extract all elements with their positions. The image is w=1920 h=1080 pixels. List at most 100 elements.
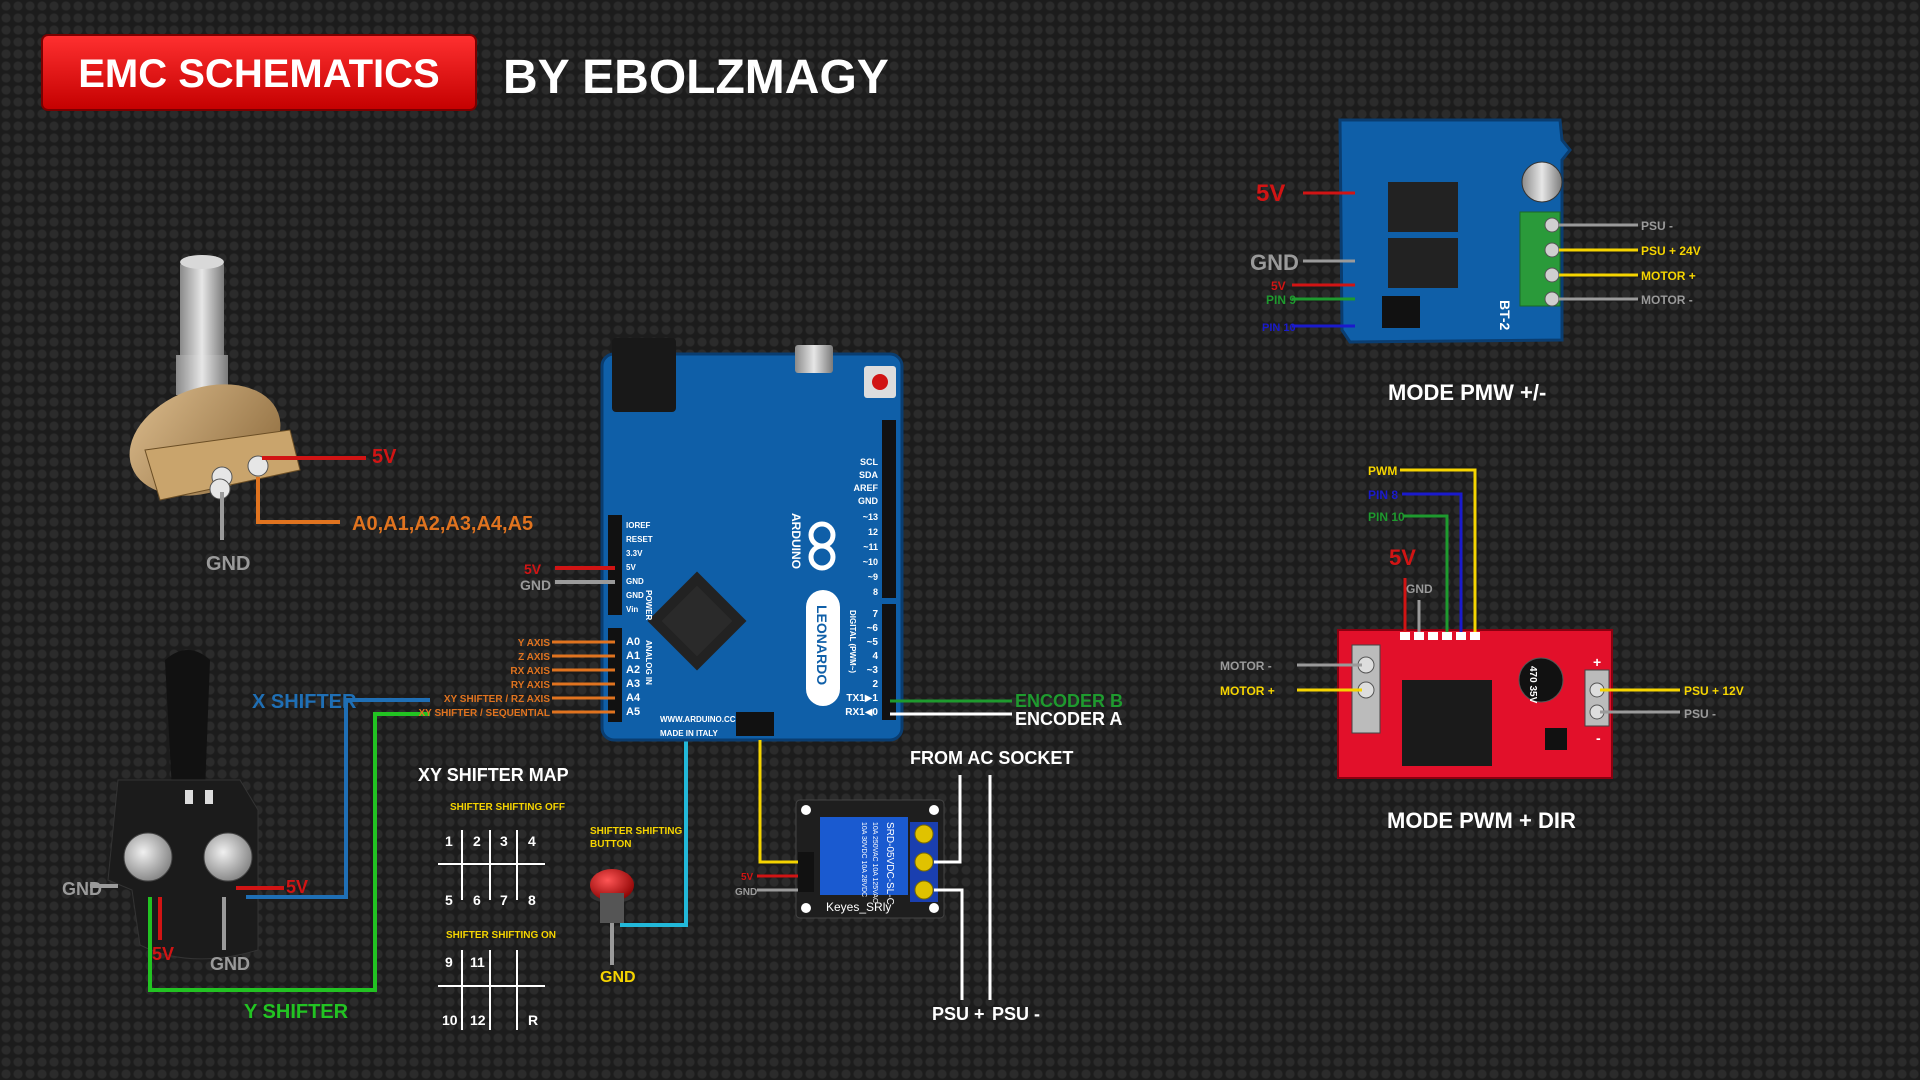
shifter-pot-left <box>123 832 173 882</box>
svg-text:12: 12 <box>470 1012 486 1028</box>
digital-top-labels: SCL SDA AREF GND ~13 12 ~11 ~10 ~9 8 <box>854 457 879 597</box>
shifter-gnd-left: GND <box>62 879 102 899</box>
svg-text:9: 9 <box>445 954 453 970</box>
y-shifter-wire <box>148 712 430 992</box>
svg-text:4: 4 <box>528 833 536 849</box>
bts-motor-minus: MOTOR - <box>1641 293 1693 307</box>
bts-pin9: PIN 9 <box>1266 293 1296 307</box>
title-badge <box>41 34 477 111</box>
dir-plus-sign: + <box>1593 654 1601 670</box>
bts-gnd-big: GND <box>1250 250 1299 275</box>
dir-psu-minus: PSU - <box>1684 707 1716 721</box>
svg-text:GND: GND <box>858 496 879 506</box>
xy-shifter-map: XY SHIFTER MAP SHIFTER SHIFTING OFF 1 2 … <box>418 765 569 1030</box>
dir-pwm-wire <box>1400 468 1477 632</box>
dir-pin10-label: PIN 10 <box>1368 510 1405 524</box>
dir-pin8-wire <box>1402 492 1463 632</box>
svg-text:8: 8 <box>528 892 536 908</box>
bts-motor-plus: MOTOR + <box>1641 269 1696 283</box>
svg-text:A4: A4 <box>626 692 641 704</box>
relay-module: FROM AC SOCKET SRD-05VDC-SL-C 10A 250VAC… <box>735 740 1073 1024</box>
shifter-5v-bottom: 5V <box>152 944 174 964</box>
analog-axis-labels: Y AXIS Z AXIS RX AXIS RY AXIS XY SHIFTER… <box>419 638 551 719</box>
svg-text:5: 5 <box>445 892 453 908</box>
dir-minus-sign: - <box>1596 730 1601 746</box>
relay-part: SRD-05VDC-SL-C <box>884 822 895 905</box>
x-shifter-wire <box>246 698 430 899</box>
svg-text:A0: A0 <box>626 636 640 648</box>
relay-gnd: GND <box>735 887 757 898</box>
svg-text:12: 12 <box>868 527 878 537</box>
xy-map-on-numbers: 9 11 10 12 R <box>442 954 538 1028</box>
svg-text:SDA: SDA <box>859 470 879 480</box>
xy-map-off-numbers: 1 2 3 4 5 6 7 8 <box>445 833 536 908</box>
arduino-made-in: MADE IN ITALY <box>660 729 718 738</box>
potentiometer: 5V A0,A1,A2,A3,A4,A5 GND <box>129 255 533 575</box>
svg-text:Y AXIS: Y AXIS <box>518 638 551 649</box>
xy-map-off-title: SHIFTER SHIFTING OFF <box>450 802 565 813</box>
svg-text:3.3V: 3.3V <box>626 549 643 558</box>
digital-header-bottom <box>882 604 896 720</box>
power-word: POWER <box>644 590 653 620</box>
title-text: EMC SCHEMATICS <box>78 52 439 96</box>
author-text: BY EBOLZMAGY <box>503 51 889 104</box>
svg-text:GND: GND <box>626 591 644 600</box>
svg-text:GND: GND <box>626 577 644 586</box>
analog-header-labels: A0 A1 A2 A3 A4 A5 <box>626 636 641 718</box>
svg-text:XY SHIFTER / SEQUENTIAL: XY SHIFTER / SEQUENTIAL <box>419 708 551 719</box>
arduino-url: WWW.ARDUINO.CC <box>660 715 736 724</box>
svg-text:TX1▶1: TX1▶1 <box>846 693 878 704</box>
svg-text:~5: ~5 <box>867 637 879 648</box>
svg-text:IOREF: IOREF <box>626 521 651 530</box>
svg-text:7: 7 <box>500 892 508 908</box>
svg-text:~6: ~6 <box>867 623 879 634</box>
svg-text:2: 2 <box>473 833 481 849</box>
relay-title: FROM AC SOCKET <box>910 748 1073 768</box>
pot-label-5v: 5V <box>372 446 397 468</box>
dir-pin10-wire <box>1404 514 1449 632</box>
svg-text:5V: 5V <box>626 563 636 572</box>
reset-button[interactable] <box>872 374 888 390</box>
encoder-b-label: ENCODER B <box>1015 691 1123 711</box>
svg-text:A3: A3 <box>626 678 640 690</box>
bts-psu-minus: PSU - <box>1641 219 1673 233</box>
relay-cube <box>820 817 908 895</box>
bts-chip-label: BT-2 <box>1497 300 1513 331</box>
button-gnd: GND <box>600 969 636 986</box>
dir-5v-label: 5V <box>1389 545 1416 570</box>
relay-rating-2: 10A 30VDC 10A 28VDC <box>860 822 867 897</box>
svg-text:1: 1 <box>445 833 453 849</box>
svg-text:Vin: Vin <box>626 605 638 614</box>
digital-word: DIGITAL (PWM~) <box>848 610 857 673</box>
svg-text:4: 4 <box>872 651 878 662</box>
svg-text:8: 8 <box>873 587 878 597</box>
svg-text:7: 7 <box>872 609 878 620</box>
x-shifter-label: X SHIFTER <box>252 691 357 713</box>
arduino-leonardo: IOREF RESET 3.3V 5V GND GND Vin A0 A1 A2… <box>419 338 1123 742</box>
svg-text:11: 11 <box>470 954 485 970</box>
relay-signal-wire <box>758 740 798 864</box>
digital-header-top <box>882 420 896 598</box>
shifting-button: SHIFTER SHIFTING BUTTON GND <box>590 728 767 986</box>
svg-text:6: 6 <box>473 892 481 908</box>
svg-text:RX1◀0: RX1◀0 <box>845 707 878 718</box>
svg-text:A2: A2 <box>626 664 640 676</box>
model-text: LEONARDO <box>814 605 830 685</box>
xy-map-on-title: SHIFTER SHIFTING ON <box>446 930 556 941</box>
button-title-2: BUTTON <box>590 839 631 850</box>
bts-mode-label: MODE PMW +/- <box>1388 380 1546 405</box>
dir-motor-plus: MOTOR + <box>1220 684 1275 698</box>
dir-psu-plus: PSU + 12V <box>1684 684 1744 698</box>
pot-pin-right <box>247 455 269 477</box>
xy-map-title: XY SHIFTER MAP <box>418 765 569 785</box>
shifter-gnd-bottom: GND <box>210 954 250 974</box>
pot-label-analog: A0,A1,A2,A3,A4,A5 <box>352 513 533 535</box>
analog-wires <box>552 640 615 714</box>
svg-text:ARDUINO: ARDUINO <box>789 513 803 569</box>
svg-text:Z AXIS: Z AXIS <box>518 652 550 663</box>
svg-text:RX AXIS: RX AXIS <box>510 666 550 677</box>
icsp-header <box>736 712 774 736</box>
svg-text:~3: ~3 <box>867 665 879 676</box>
arduino-logo: ARDUINO <box>789 513 836 571</box>
